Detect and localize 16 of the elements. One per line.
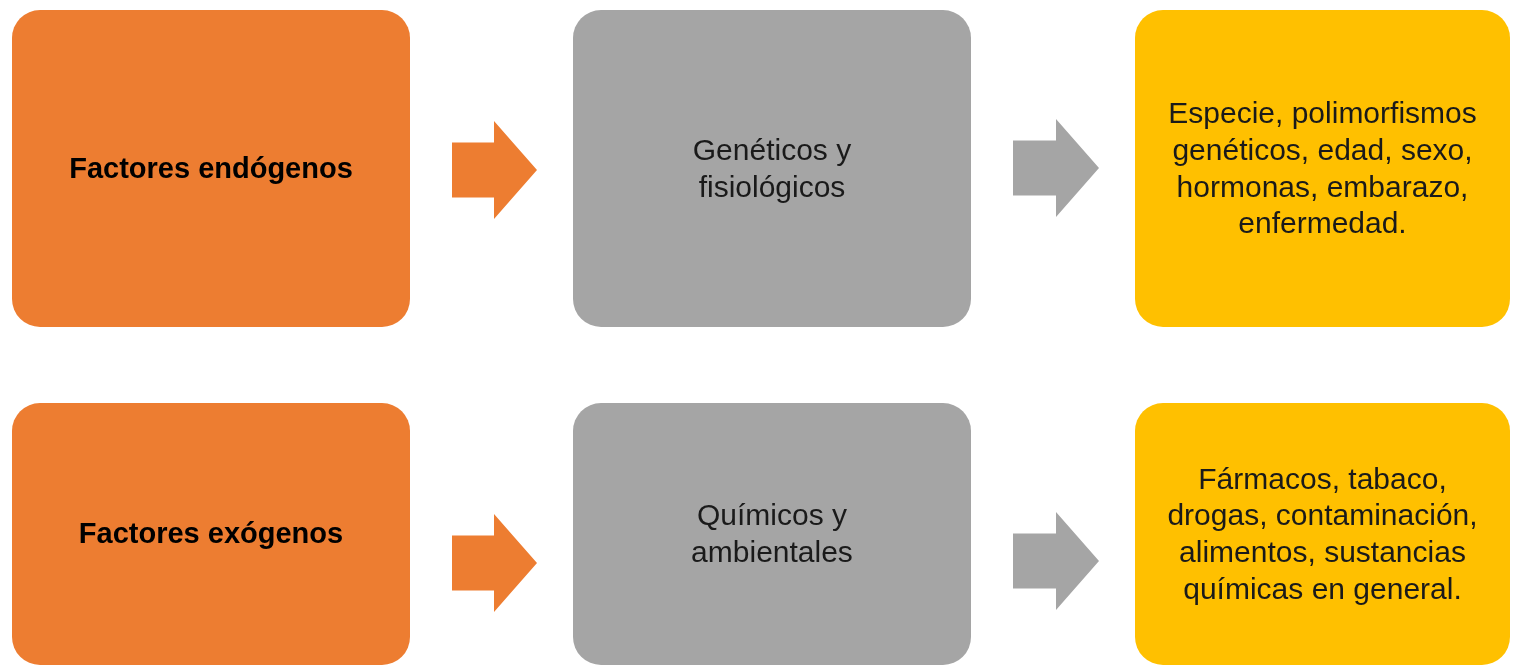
box-text: Químicos y ambientales (690, 497, 854, 570)
example-box (1135, 403, 1510, 665)
box-text: Factores endógenos (69, 150, 353, 186)
box-text: Especie, polimorfismos genéticos, edad, sexo, hormonas, embarazo, enfermedad. (1167, 95, 1478, 242)
factor-box (12, 10, 410, 327)
block-arrow (452, 514, 537, 612)
factor-box (12, 403, 410, 665)
category-box (573, 10, 971, 327)
block-arrow (452, 121, 537, 219)
category-box (573, 403, 971, 665)
box-text: Genéticos y fisiológicos (691, 131, 853, 205)
box-text: Fármacos, tabaco, drogas, contaminación, alimentos, sustancias químicas en general. (1166, 460, 1479, 607)
box-text: Factores exógenos (78, 516, 344, 552)
example-box (1135, 10, 1510, 327)
block-arrow (1013, 119, 1099, 217)
block-arrow (1013, 512, 1099, 610)
